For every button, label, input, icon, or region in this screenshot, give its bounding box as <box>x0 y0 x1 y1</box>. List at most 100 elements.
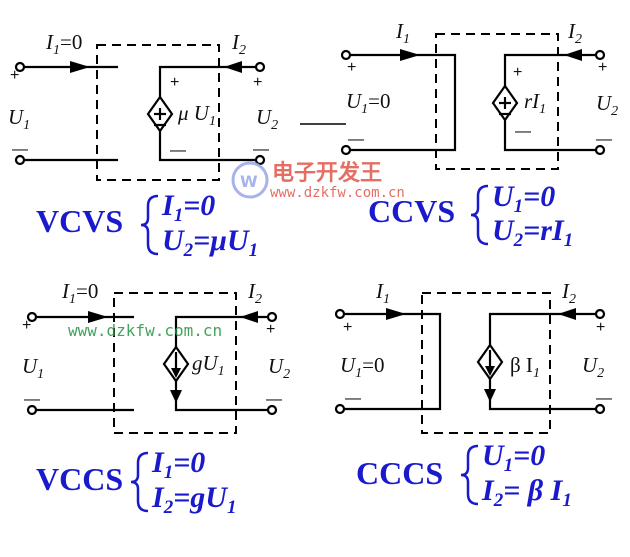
cccs-i2-label: I2 <box>561 279 576 307</box>
ccvs-i1-arrow <box>400 49 420 61</box>
watermark-logo-icon <box>231 161 269 199</box>
cccs-terminal-1 <box>334 308 346 320</box>
vccs-definition: VCCS I1=0 I2=gU1 <box>36 446 236 518</box>
vccs-u2-minus: — <box>266 391 282 408</box>
vccs-i2-arrow <box>240 311 258 323</box>
ccvs-u1-minus: — <box>348 131 364 148</box>
vcvs-definition: VCVS I1=0 U2=μU1 <box>36 189 258 261</box>
vcvs-circuit: I1=0 I2 + — U1 + — U2 + — μ U1 <box>8 30 278 181</box>
vcvs-u1-minus: — <box>12 141 28 158</box>
cccs-source-arrow-head <box>485 366 495 376</box>
vcvs-eq1: I1=0 <box>161 189 215 226</box>
ccvs-source-label: rI1 <box>524 89 546 117</box>
watermark-url-mid: www.dzkfw.com.cn <box>68 321 222 340</box>
vccs-brace <box>130 451 149 513</box>
vccs-u1-label: U1 <box>22 354 44 382</box>
cccs-terminal-2p <box>594 403 606 415</box>
vccs-circuit: I1=0 I2 + — U1 + — U2 gU1 <box>22 279 290 434</box>
cccs-eq1: U1=0 <box>482 439 545 476</box>
cccs-i1-arrow <box>386 308 406 320</box>
vccs-terminal-1p <box>26 404 38 416</box>
ccvs-source-minus-label: — <box>515 123 531 140</box>
ccvs-eq2: U2=rI1 <box>492 214 573 251</box>
watermark-brand: 电子开发王 <box>272 160 382 186</box>
ccvs-eq1: U1=0 <box>492 180 555 217</box>
vccs-u2-label: U2 <box>268 354 290 382</box>
vcvs-source-minus-label: — <box>170 142 186 159</box>
ccvs-source-plus-label: + <box>513 64 522 81</box>
ccvs-terminal-1 <box>340 49 352 61</box>
vccs-u2-plus: + <box>266 321 275 338</box>
ccvs-u1-label: U1=0 <box>346 89 391 117</box>
ccvs-u2-minus: — <box>596 131 612 148</box>
cccs-terminal-1p <box>334 403 346 415</box>
ccvs-terminal-1p <box>340 144 352 156</box>
watermark-logo: W 电子开发王 www.dzkfw.com.cn <box>231 160 405 201</box>
cccs-definition: CCCS U1=0 I2= β I1 <box>356 439 572 511</box>
cccs-u2-plus: + <box>596 319 605 336</box>
cccs-u1-plus: + <box>343 319 352 336</box>
vccs-eq2: I2=gU1 <box>151 481 236 518</box>
cccs-brace <box>460 444 479 506</box>
ccvs-u1-plus: + <box>347 59 356 76</box>
cccs-u1-minus: — <box>345 390 361 407</box>
ccvs-box <box>435 33 559 170</box>
ccvs-definition: CCVS U1=0 U2=rI1 <box>368 180 573 251</box>
cccs-u2-label: U2 <box>582 353 604 381</box>
cccs-i2-arrow <box>558 308 576 320</box>
watermark-logo-mark: W <box>240 172 258 191</box>
vccs-terminal-2 <box>266 311 278 323</box>
vccs-terminal-1 <box>26 311 38 323</box>
vccs-box <box>113 292 237 434</box>
ccvs-terminal-2 <box>594 49 606 61</box>
ccvs-u2-plus: + <box>598 59 607 76</box>
ccvs-terminal-2p <box>594 144 606 156</box>
vcvs-brace <box>140 194 159 256</box>
vccs-i2-label: I2 <box>247 279 262 307</box>
cccs-u1-label: U1=0 <box>340 353 385 381</box>
vccs-source-arrow-head <box>171 368 181 378</box>
cccs-terminal-2 <box>594 308 606 320</box>
cccs-source-label: β I1 <box>510 353 540 381</box>
ccvs-i2-arrow <box>564 49 582 61</box>
vcvs-i1-label: I1=0 <box>45 30 82 58</box>
vccs-i1-arrow <box>88 311 108 323</box>
ccvs-i2-label: I2 <box>567 19 582 47</box>
vcvs-terminal-2p <box>254 154 266 166</box>
cccs-title: CCCS <box>356 455 443 491</box>
vccs-output-current-arrow <box>170 390 182 403</box>
vcvs-u1-label: U1 <box>8 105 30 133</box>
vcvs-i2-arrow <box>224 61 242 73</box>
vcvs-terminal-1p <box>14 154 26 166</box>
cccs-circuit: I1 I2 + — U1=0 + — U2 β I1 <box>334 279 612 434</box>
cccs-u2-minus: — <box>596 390 612 407</box>
vcvs-u2-label: U2 <box>256 105 278 133</box>
vccs-terminal-2p <box>266 404 278 416</box>
vcvs-u2-minus: — <box>253 141 269 158</box>
vcvs-terminal-1 <box>14 61 26 73</box>
watermark-url-top: www.dzkfw.com.cn <box>270 185 405 201</box>
cccs-output-current-arrow <box>484 389 496 402</box>
ccvs-brace <box>470 184 489 246</box>
cccs-i1-label: I1 <box>375 279 390 307</box>
vcvs-eq2: U2=μU1 <box>162 224 258 261</box>
vcvs-u1-plus: + <box>10 67 19 84</box>
ccvs-circuit: I1 I2 + — U1=0 + — U2 + — rI1 <box>300 19 618 170</box>
vccs-u1-minus: — <box>24 391 40 408</box>
ccvs-u2-label: U2 <box>596 91 618 119</box>
cccs-eq2: I2= β I1 <box>481 474 572 511</box>
vcvs-box <box>96 44 220 181</box>
vcvs-terminal-2 <box>254 61 266 73</box>
vccs-source-label: gU1 <box>192 351 225 379</box>
vcvs-source-label: μ U1 <box>177 101 216 129</box>
vcvs-i2-label: I2 <box>231 30 246 58</box>
vccs-i1-label: I1=0 <box>61 279 98 307</box>
vccs-u1-plus: + <box>22 317 31 334</box>
vcvs-source-plus-label: + <box>170 74 179 91</box>
vccs-title: VCCS <box>36 461 123 497</box>
ccvs-i1-label: I1 <box>395 19 410 47</box>
cccs-box <box>421 292 551 434</box>
vccs-eq1: I1=0 <box>151 446 205 483</box>
vcvs-u2-plus: + <box>253 74 262 91</box>
